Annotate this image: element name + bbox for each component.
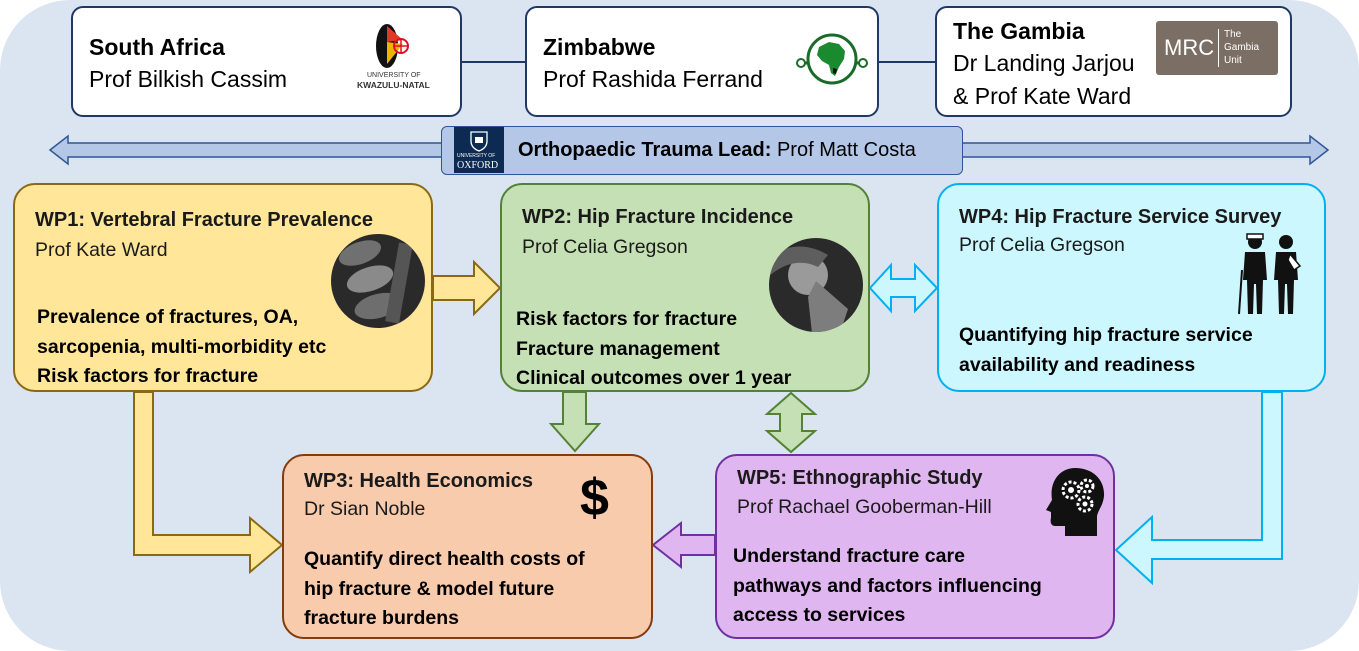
oxford-shield-icon <box>470 131 488 152</box>
wp4-lead: Prof Celia Gregson <box>959 234 1125 256</box>
oxford-crest-icon: UNIVERSITY OF OXFORD <box>454 127 504 173</box>
mrc-logo-divider <box>1218 29 1219 67</box>
wp5-title: WP5: Ethnographic Study <box>737 467 983 489</box>
wp1-body-line: sarcopenia, multi-morbidity etc <box>37 335 327 358</box>
wp3-body-line: hip fracture & model future <box>304 577 555 600</box>
wp4-title: WP4: Hip Fracture Service Survey <box>959 206 1282 228</box>
wp2-body-line: Risk factors for fracture <box>516 308 738 330</box>
mrc-logo-icon: MRC The Gambia Unit <box>1156 21 1278 75</box>
arrow-wp2-wp5-double <box>764 391 818 454</box>
arrow-wp1-to-wp3 <box>133 391 284 575</box>
wp4-body-line: availability and readiness <box>959 353 1196 376</box>
wp2-lead: Prof Celia Gregson <box>522 236 688 258</box>
country-lead-line-2: & Prof Kate Ward <box>953 83 1132 109</box>
mrc-logo-text-2: Gambia <box>1224 42 1260 53</box>
oxford-text-bottom: OXFORD <box>457 160 499 171</box>
wp2-body-line: Clinical outcomes over 1 year <box>516 367 792 389</box>
country-name: The Gambia <box>953 18 1085 44</box>
wp1-body-line: Risk factors for fracture <box>37 365 259 387</box>
ortho-lead-box: UNIVERSITY OF OXFORD Orthopaedic Trauma … <box>441 126 963 175</box>
wp1-body: Prevalence of fractures, OA, sarcopenia,… <box>37 303 326 392</box>
wp3-body-line: Quantify direct health costs of <box>304 548 585 570</box>
country-box-gambia: The Gambia Dr Landing Jarjou & Prof Kate… <box>935 6 1292 117</box>
wp5-box: WP5: Ethnographic Study Prof Rachael Goo… <box>715 454 1115 639</box>
wp5-body-line: access to services <box>733 604 906 626</box>
wp1-title: WP1: Vertebral Fracture Prevalence <box>35 209 373 231</box>
ortho-lead-text: Orthopaedic Trauma Lead: Prof Matt Costa <box>518 139 916 162</box>
arrow-wp4-to-wp5 <box>1114 391 1283 586</box>
spine-xray-icon <box>331 234 425 328</box>
wp2-box: WP2: Hip Fracture Incidence Prof Celia G… <box>500 183 870 392</box>
wp5-body: Understand fracture care pathways and fa… <box>733 542 1042 631</box>
wp3-title: WP3: Health Economics <box>304 470 533 492</box>
ukzn-crest-icon <box>376 24 409 68</box>
country-lead-line-1: Dr Landing Jarjou <box>953 50 1135 76</box>
mrc-logo-mark: MRC <box>1164 35 1215 60</box>
africa-globe-icon <box>796 33 868 85</box>
ukzn-logo-text-bottom: KWAZULU-NATAL <box>357 80 430 90</box>
arrow-wp5-to-wp3 <box>651 520 716 570</box>
country-box-south-africa: South Africa Prof Bilkish Cassim UNIVERS… <box>71 6 462 117</box>
wp5-body-line: pathways and factors influencing <box>733 574 1042 597</box>
patients-icon <box>1238 233 1302 315</box>
country-name: Zimbabwe <box>543 34 656 60</box>
wp3-body: Quantify direct health costs of hip frac… <box>304 545 585 634</box>
wp2-body-line: Fracture management <box>516 337 720 360</box>
wp2-title: WP2: Hip Fracture Incidence <box>522 206 794 228</box>
country-name: South Africa <box>89 34 225 60</box>
hip-xray-icon <box>769 238 863 332</box>
dollar-icon: $ <box>580 469 609 527</box>
wp1-box: WP1: Vertebral Fracture Prevalence Prof … <box>13 183 433 392</box>
ukzn-logo-text-top: UNIVERSITY OF <box>367 72 421 79</box>
wp5-lead: Prof Rachael Gooberman-Hill <box>737 496 992 518</box>
arrow-wp2-to-wp3 <box>548 391 602 453</box>
wp4-body-line: Quantifying hip fracture service <box>959 324 1253 346</box>
country-lead: Prof Bilkish Cassim <box>89 66 288 92</box>
wp1-lead: Prof Kate Ward <box>35 239 168 261</box>
country-lead: Prof Rashida Ferrand <box>543 66 763 92</box>
arrow-wp1-to-wp2 <box>432 259 502 317</box>
wp1-body-line: Prevalence of fractures, OA, <box>37 306 299 328</box>
wp4-body: Quantifying hip fracture service availab… <box>959 321 1253 380</box>
head-gears-icon <box>1046 468 1105 536</box>
mrc-logo-text-1: The <box>1224 29 1242 40</box>
country-box-zimbabwe: Zimbabwe Prof Rashida Ferrand <box>525 6 879 117</box>
wp5-body-line: Understand fracture care <box>733 545 965 567</box>
arrow-wp2-wp4-double <box>868 262 939 314</box>
wp3-box: WP3: Health Economics Dr Sian Noble $ Qu… <box>282 454 653 639</box>
mrc-logo-text-3: Unit <box>1224 55 1242 66</box>
wp2-body: Risk factors for fracture Fracture manag… <box>516 305 791 394</box>
wp3-body-line: fracture burdens <box>304 607 459 629</box>
ortho-lead-name: Prof Matt Costa <box>776 139 916 161</box>
wp3-lead: Dr Sian Noble <box>304 498 426 520</box>
oxford-text-top: UNIVERSITY OF <box>457 153 496 159</box>
ortho-lead-label: Orthopaedic Trauma Lead: <box>518 139 772 161</box>
wp4-box: WP4: Hip Fracture Service Survey Prof Ce… <box>937 183 1326 392</box>
